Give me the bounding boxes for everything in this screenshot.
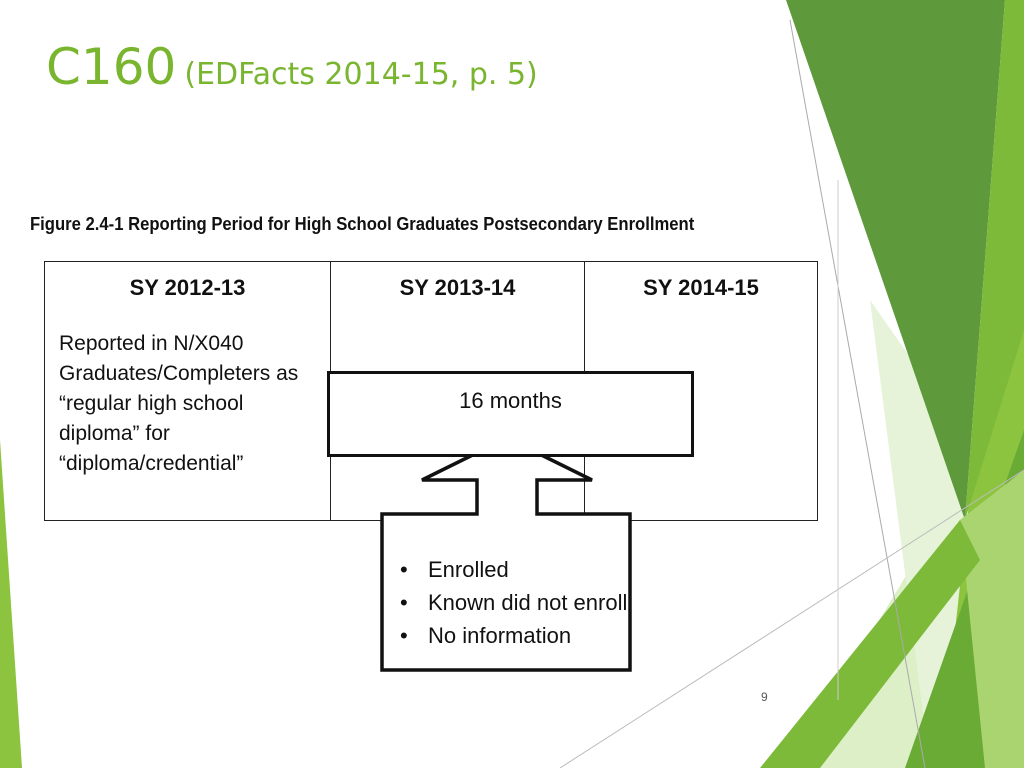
graduates-note: Reported in N/X040 Graduates/Completers … bbox=[59, 329, 330, 479]
decor-line-thin-1 bbox=[789, 19, 926, 768]
decor-line-thin-2 bbox=[559, 469, 1024, 768]
decor-shape-mid bbox=[965, 0, 1024, 520]
decor-shape-left-strip bbox=[0, 440, 22, 768]
note-line: “regular high school bbox=[59, 392, 244, 415]
slide-title: C160(EDFacts 2014-15, p. 5) bbox=[46, 42, 538, 92]
page-number: 9 bbox=[761, 690, 768, 704]
outcome-item: Enrolled bbox=[400, 553, 627, 586]
figure-caption: Figure 2.4-1 Reporting Period for High S… bbox=[30, 213, 695, 234]
note-line: Graduates/Completers as bbox=[59, 362, 299, 385]
year-heading: SY 2013-14 bbox=[399, 275, 516, 300]
note-line: “diploma/credential” bbox=[59, 452, 244, 475]
slide-title-code: C160 bbox=[46, 38, 177, 96]
decor-shape-bottom-band bbox=[760, 520, 980, 768]
enrollment-outcomes-list: Enrolled Known did not enroll No informa… bbox=[400, 553, 627, 652]
reporting-period-box: 16 months bbox=[327, 371, 694, 457]
year-column-2012-13: SY 2012-13 Reported in N/X040 Graduates/… bbox=[45, 262, 330, 520]
year-heading: SY 2012-13 bbox=[129, 275, 246, 300]
decor-shape-dark bbox=[786, 0, 1005, 520]
outcome-item: No information bbox=[400, 619, 627, 652]
slide-title-source: (EDFacts 2014-15, p. 5) bbox=[184, 57, 538, 92]
year-heading: SY 2014-15 bbox=[643, 275, 759, 300]
outcome-item: Known did not enroll bbox=[400, 586, 627, 619]
period-length-label: 16 months bbox=[459, 388, 562, 413]
decor-shape-lower-light bbox=[960, 470, 1024, 768]
reporting-period-table: SY 2012-13 Reported in N/X040 Graduates/… bbox=[44, 261, 818, 521]
note-line: diploma” for bbox=[59, 422, 170, 445]
note-line: Reported in N/X040 bbox=[59, 332, 244, 355]
